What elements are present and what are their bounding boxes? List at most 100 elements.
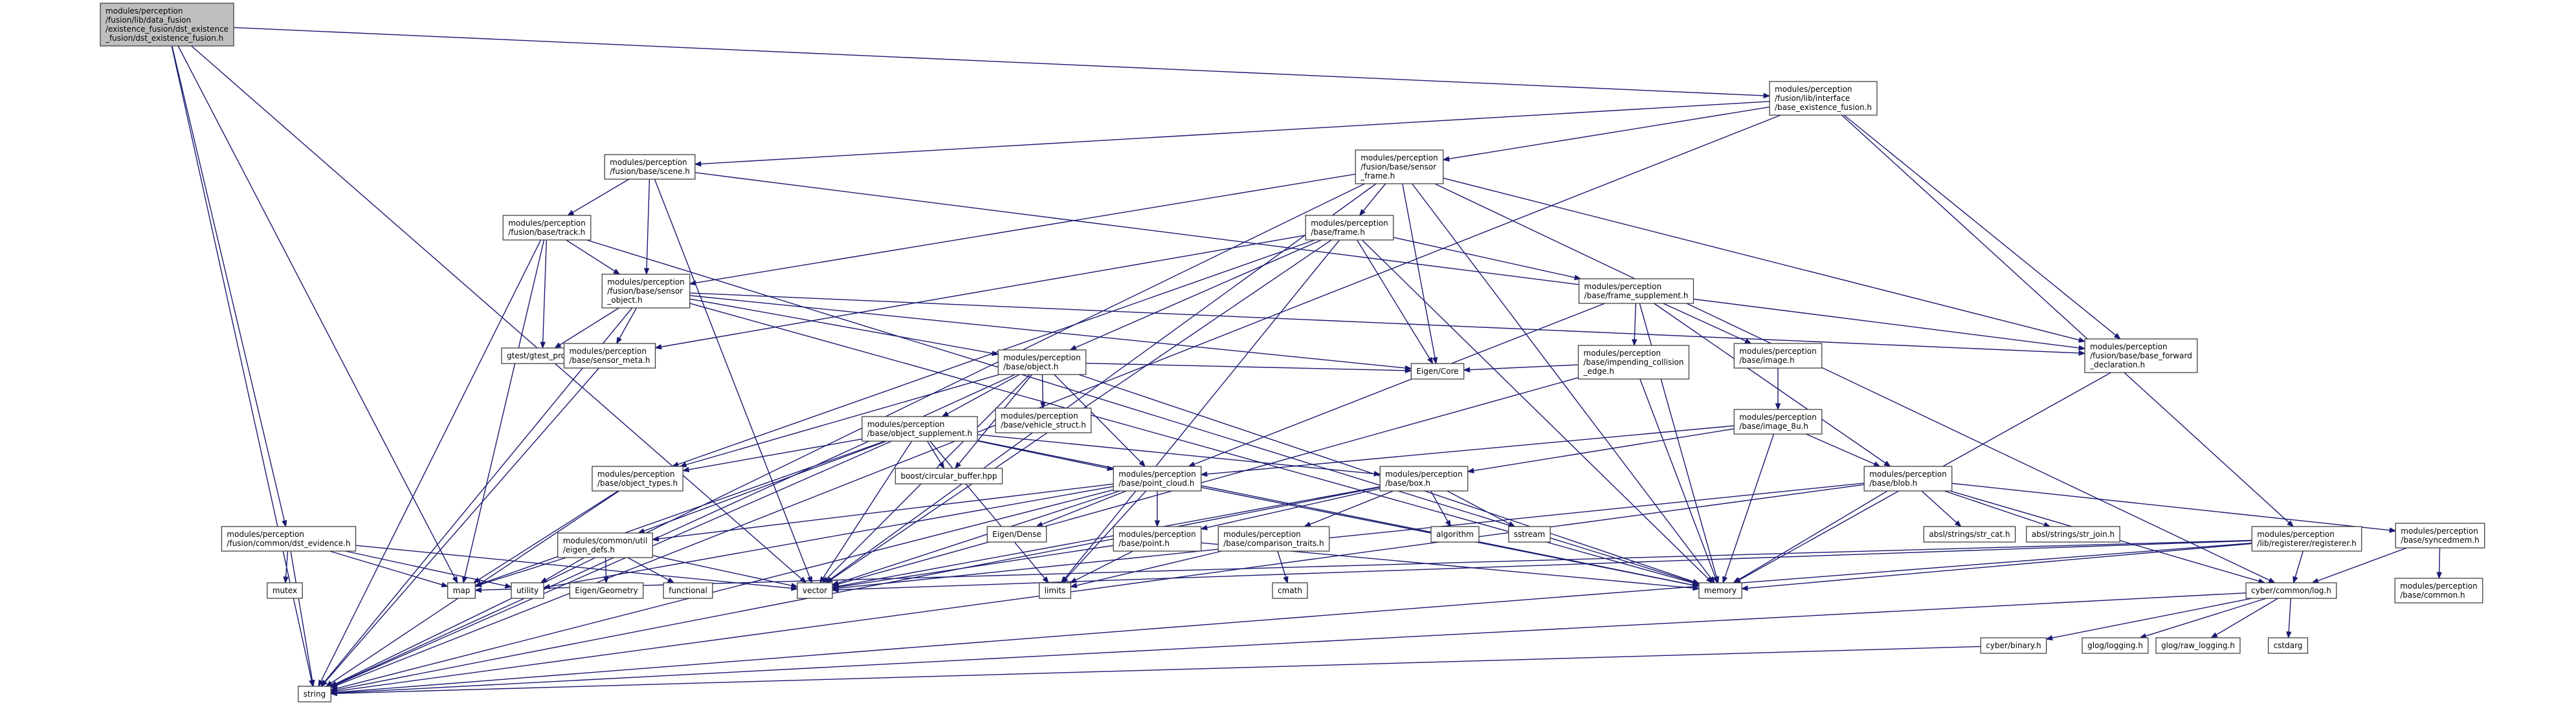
node-dst-evidence[interactable]: modules/perception/fusion/common/dst_evi… <box>221 526 357 552</box>
node-algorithm[interactable]: algorithm <box>1430 526 1480 543</box>
edge-sensor-frame-to-base-forward <box>1443 177 2086 343</box>
node-registerer[interactable]: modules/perception/lib/registerer/regist… <box>2251 526 2362 552</box>
node-cmath[interactable]: cmath <box>1272 582 1308 599</box>
node-glog-raw[interactable]: glog/raw_logging.h <box>2155 637 2241 654</box>
edge-log-to-glog-raw <box>2210 598 2279 638</box>
node-frame-supplement[interactable]: modules/perception/base/frame_supplement… <box>1578 278 1694 304</box>
edge-arrowhead <box>1722 576 1728 584</box>
edge-log-to-glog-logging <box>2139 598 2267 639</box>
edge-arrowhead <box>992 350 999 356</box>
edge-arrowhead <box>1442 156 1450 162</box>
node-str-cat[interactable]: absl/strings/str_cat.h <box>1923 526 2016 543</box>
edge-arrowhead <box>1061 576 1069 584</box>
node-label-line: modules/perception <box>569 347 647 356</box>
edge-line <box>464 239 545 578</box>
node-eigen-geometry[interactable]: Eigen/Geometry <box>569 582 644 599</box>
node-str-join[interactable]: absl/strings/str_join.h <box>2026 526 2120 543</box>
node-syncedmem[interactable]: modules/perception/base/syncedmem.h <box>2395 523 2485 549</box>
node-frame <box>2084 338 2198 373</box>
edge-line <box>1085 362 1406 371</box>
node-memory[interactable]: memory <box>1698 582 1742 599</box>
node-sensor-object[interactable]: modules/perception/fusion/base/sensor_ob… <box>601 274 691 309</box>
node-frame <box>447 582 476 599</box>
node-label-line: modules/perception <box>508 219 586 228</box>
node-vehicle-struct[interactable]: modules/perception/base/vehicle_struct.h <box>995 408 1092 433</box>
node-sensor-meta[interactable]: modules/perception/base/sensor_meta.h <box>563 343 656 369</box>
node-sensor-frame[interactable]: modules/perception/fusion/base/sensor_fr… <box>1355 149 1444 184</box>
node-image[interactable]: modules/perception/base/image.h <box>1733 343 1823 369</box>
node-common-h[interactable]: modules/perception/base/common.h <box>2394 578 2483 604</box>
node-object-types[interactable]: modules/perception/base/object_types.h <box>592 466 683 492</box>
node-object-supplement[interactable]: modules/perception/base/object_supplemen… <box>861 416 978 442</box>
node-frame <box>2082 637 2149 654</box>
edge-arrowhead <box>1359 208 1366 217</box>
edge-line <box>838 540 2252 591</box>
node-limits[interactable]: limits <box>1039 582 1071 599</box>
node-track[interactable]: modules/perception/fusion/base/track.h <box>502 215 592 241</box>
node-impending[interactable]: modules/perception/base/impending_collis… <box>1577 345 1690 380</box>
edge-arrowhead <box>1775 403 1781 411</box>
node-circular-buffer[interactable]: boost/circular_buffer.hpp <box>894 468 1003 484</box>
node-frame <box>1272 582 1308 599</box>
edge-frame-to-object <box>1069 239 1322 351</box>
edge-line <box>478 490 619 580</box>
edge-arrowhead <box>2287 520 2294 527</box>
edge-dst-evidence-to-map <box>329 550 449 587</box>
node-eigen-core[interactable]: Eigen/Core <box>1410 363 1465 380</box>
edge-sensor-object-to-base-forward <box>689 292 2086 356</box>
edge-sensor-frame-to-eigen-core <box>1402 183 1438 365</box>
node-box[interactable]: modules/perception/base/box.h <box>1379 466 1469 492</box>
edge-line <box>627 557 669 581</box>
edge-arrowhead <box>1304 521 1311 527</box>
edge-dst-evidence-to-string <box>290 550 315 688</box>
node-point[interactable]: modules/perception/base/point.h <box>1113 526 1202 552</box>
node-binary[interactable]: cyber/binary.h <box>1980 637 2047 654</box>
edge-line <box>694 172 2080 349</box>
node-cstdarg[interactable]: cstdarg <box>2267 637 2309 654</box>
node-blob[interactable]: modules/perception/base/blob.h <box>1863 466 1953 492</box>
node-point-cloud[interactable]: modules/perception/base/point_cloud.h <box>1113 466 1202 492</box>
node-frame <box>511 582 544 599</box>
node-label-line: /base/blob.h <box>1869 479 1917 488</box>
node-eigen-dense[interactable]: Eigen/Dense <box>986 526 1047 543</box>
edge-dst-evidence-to-mutex <box>283 550 289 584</box>
edge-line <box>689 298 993 354</box>
node-label-line: limits <box>1045 586 1066 595</box>
edge-arrowhead <box>1873 461 1881 467</box>
node-sstream[interactable]: sstream <box>1508 526 1551 543</box>
edge-line <box>1639 378 1716 578</box>
node-vector[interactable]: vector <box>797 582 833 599</box>
edge-arrowhead <box>1463 367 1471 373</box>
edge-log-to-binary <box>2045 598 2252 641</box>
node-log[interactable]: cyber/common/log.h <box>2245 582 2337 599</box>
node-scene[interactable]: modules/perception/fusion/base/scene.h <box>604 154 696 180</box>
edge-sensor-frame-to-sensor-object <box>689 173 1356 286</box>
node-label-line: _fusion/dst_existence_fusion.h <box>105 34 223 43</box>
node-utility[interactable]: utility <box>511 582 544 599</box>
node-frame[interactable]: modules/perception/base/frame.h <box>1305 215 1394 241</box>
edge-root-to-base-existence <box>234 27 1771 99</box>
node-base-forward[interactable]: modules/perception/fusion/base/base_forw… <box>2084 338 2198 373</box>
node-frame <box>1039 582 1071 599</box>
node-root[interactable]: modules/perception/fusion/lib/data_fusio… <box>100 3 234 47</box>
edge-arrowhead <box>1035 521 1043 527</box>
node-comparison-traits[interactable]: modules/perception/base/comparison_trait… <box>1217 526 1330 552</box>
edge-line <box>700 101 1770 165</box>
edge-line <box>838 483 1865 589</box>
node-map[interactable]: map <box>447 582 476 599</box>
node-frame <box>2245 582 2337 599</box>
node-base-existence[interactable]: modules/perception/fusion/lib/interface/… <box>1769 81 1878 116</box>
node-label-line: glog/logging.h <box>2087 641 2143 650</box>
node-label-line: glog/raw_logging.h <box>2161 641 2235 650</box>
node-image-8u[interactable]: modules/perception/base/image_8u.h <box>1733 409 1823 435</box>
node-string[interactable]: string <box>298 686 331 702</box>
edge-image-to-image-8u <box>1775 368 1781 411</box>
node-label-line: /base/object_types.h <box>597 479 678 488</box>
edge-line <box>336 486 1381 691</box>
node-eigen-defs[interactable]: modules/common/util/eigen_defs.h <box>557 532 653 558</box>
edge-line <box>1449 106 1770 160</box>
node-object[interactable]: modules/perception/base/object.h <box>997 349 1087 375</box>
node-functional[interactable]: functional <box>663 582 713 599</box>
node-glog-logging[interactable]: glog/logging.h <box>2082 637 2149 654</box>
node-mutex[interactable]: mutex <box>267 582 303 599</box>
